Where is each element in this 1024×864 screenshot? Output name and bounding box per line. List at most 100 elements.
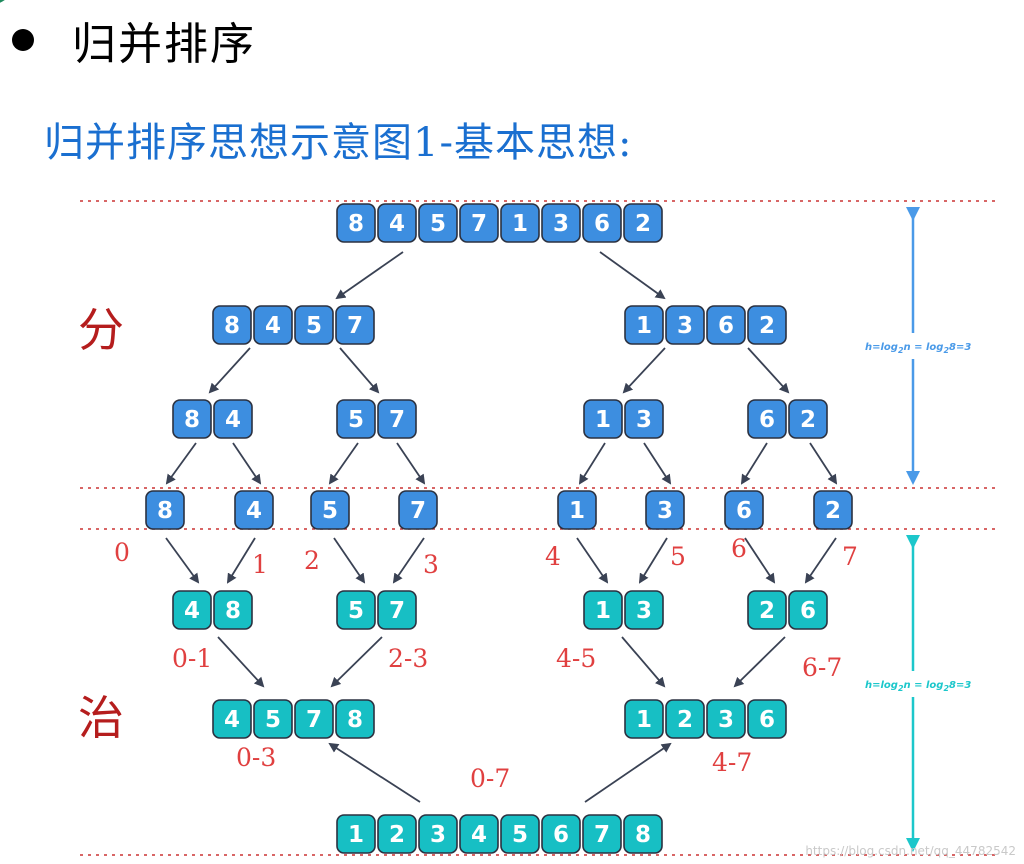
conquer-cell-value: 2 [677,707,693,733]
conquer-cell-value: 2 [759,598,775,624]
index-label: 0-3 [236,743,276,772]
divide-cell-value: 6 [759,407,775,433]
conquer-array-cell [459,814,499,854]
divide-cell-value: 7 [389,407,405,433]
divide-cell-value: 4 [246,498,262,524]
height-label-divide: h=log2n = log28=3 [865,342,971,355]
conquer-cell-value: 8 [347,707,363,733]
divide-cell-value: 5 [306,313,322,339]
divide-array-cell [788,399,828,439]
divide-cell-value: 7 [471,211,487,237]
conquer-cell-value: 1 [348,822,364,848]
divide-cell-value: 2 [635,211,651,237]
divide-array-cell [377,399,417,439]
conquer-array-cell [747,590,787,630]
divide-array-group: 2 [813,490,853,530]
index-labels: 0 1 2 3 4 5 6 7 0-1 2-3 4-5 6-7 0-3 4-7 … [114,534,858,793]
divide-array-cell [212,305,252,345]
divide-array-cell [418,203,458,243]
divide-cell-value: 4 [265,313,281,339]
arrow [747,347,790,394]
conquer-cell-value: 1 [636,707,652,733]
divide-cell-value: 3 [636,407,652,433]
conquer-cell-value: 3 [636,598,652,624]
divide-array-group: 6 [724,490,764,530]
divide-cell-value: 5 [348,407,364,433]
conquer-array-cell [253,699,293,739]
index-label: 5 [670,542,686,571]
conquer-array-cell [706,699,746,739]
conquer-label: 治 [78,691,124,745]
divide-array-cell [377,203,417,243]
divide-cell-value: 3 [657,498,673,524]
arrow [328,442,359,485]
conquer-cell-value: 4 [471,822,487,848]
divide-array-group: 7 [398,490,438,530]
conquer-cell-value: 6 [553,822,569,848]
arrow [809,442,838,485]
divide-cell-value: 5 [322,498,338,524]
divide-array-cell [747,305,787,345]
conquer-cell-value: 7 [594,822,610,848]
arrow [804,537,837,584]
divide-cell-value: 6 [718,313,734,339]
conquer-array-cell [336,814,376,854]
divide-cell-value: 6 [736,498,752,524]
arrow [396,442,426,485]
conquer-cell-value: 8 [635,822,651,848]
conquer-cell-value: 6 [759,707,775,733]
conquer-array-cell [172,590,212,630]
index-label: 4-5 [556,644,596,673]
divide-array-group: 4 [234,490,274,530]
conquer-array-cell [582,814,622,854]
divide-cell-value: 1 [636,313,652,339]
divide-array-cell [213,399,253,439]
conquer-array-cell [541,814,581,854]
conquer-cell-value: 4 [184,598,200,624]
divide-cell-value: 8 [348,211,364,237]
divide-cell-value: 1 [569,498,585,524]
index-label: 3 [423,550,439,579]
divide-array-cell [665,305,705,345]
divide-cell-value: 8 [224,313,240,339]
divide-cell-value: 1 [595,407,611,433]
conquer-cell-value: 2 [389,822,405,848]
conquer-array-cell [377,590,417,630]
conquer-array-cell [665,699,705,739]
bullet-icon [12,29,34,51]
divide-array-cell [724,490,764,530]
divide-array-group: 3 [645,490,685,530]
arrow [232,442,262,485]
divide-cell-value: 7 [410,498,426,524]
arrow [578,442,606,485]
arrow [744,537,776,584]
arrow [330,636,383,688]
conquer-array-cell [788,590,828,630]
arrow [622,347,666,394]
arrow [643,442,672,485]
divide-array-cell [172,399,212,439]
divide-cell-value: 1 [512,211,528,237]
arrow [638,537,668,584]
divide-cell-value: 4 [389,211,405,237]
conquer-cell-value: 4 [224,707,240,733]
conquer-array-cell [294,699,334,739]
divide-array-cell [624,305,664,345]
conquer-array-cell [583,590,623,630]
conquer-cell-value: 7 [389,598,405,624]
divide-array-group: 5 [310,490,350,530]
conquer-array-cell [336,590,376,630]
divide-array-cell [310,490,350,530]
conquer-cell-value: 3 [430,822,446,848]
divide-cell-value: 5 [430,211,446,237]
conquer-array-cell [212,699,252,739]
divide-array-cell [624,399,664,439]
divide-cell-value: 2 [800,407,816,433]
